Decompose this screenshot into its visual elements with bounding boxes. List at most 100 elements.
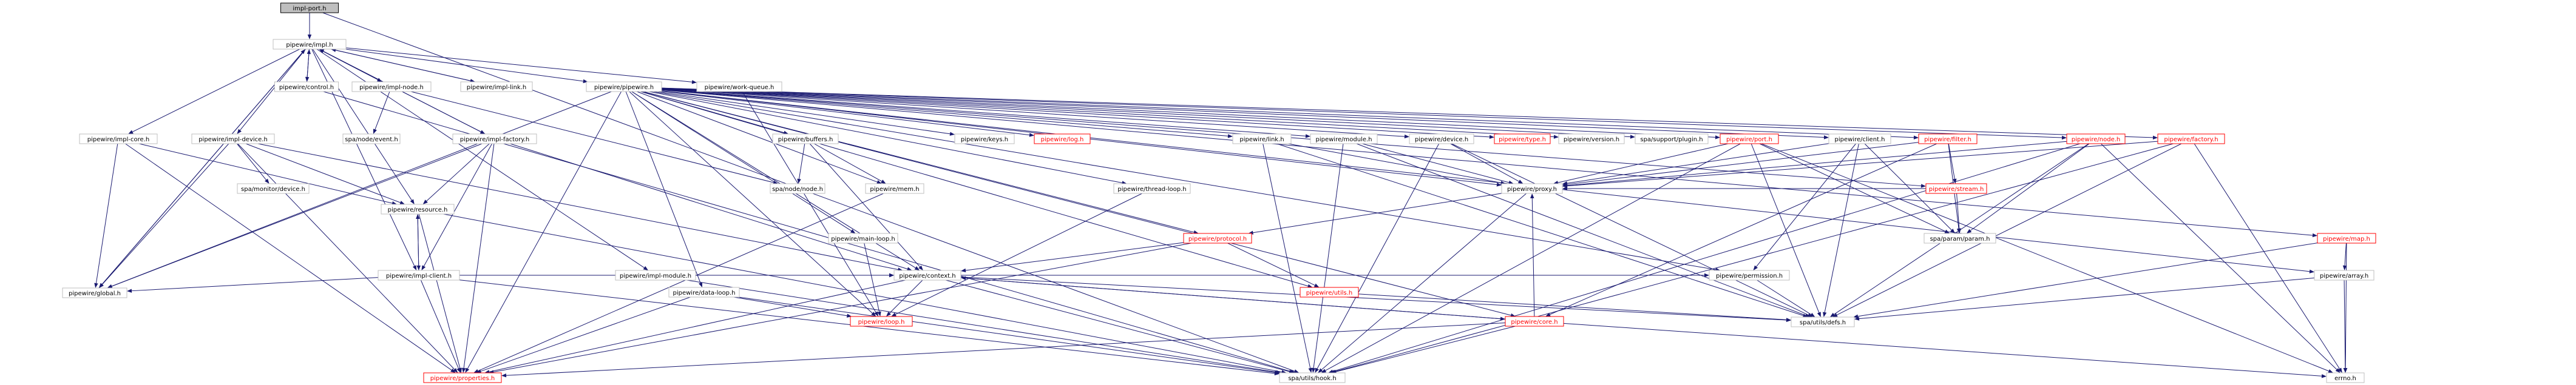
arrowhead (2343, 367, 2348, 373)
node-errno[interactable]: errno.h (2326, 372, 2365, 383)
node-label: pipewire/permission.h (1716, 273, 1783, 280)
edge-line (375, 91, 390, 130)
edge-pipewire-to-keys (657, 91, 955, 136)
node-box (460, 81, 533, 92)
arrowhead (2335, 368, 2340, 373)
node-array[interactable]: pipewire/array.h (2314, 270, 2374, 281)
node-impl-module[interactable]: pipewire/impl-module.h (615, 270, 696, 281)
node-label: pipewire/protocol.h (1188, 236, 1247, 243)
edge-line (1362, 143, 1510, 183)
node-impl-link[interactable]: pipewire/impl-link.h (460, 81, 533, 92)
node-box (237, 183, 310, 194)
node-box (770, 183, 825, 194)
node-label: pipewire/global.h (69, 290, 121, 297)
edge-pipewire-to-utils (640, 91, 1313, 288)
arrowhead (265, 178, 269, 184)
edge-line (661, 90, 2310, 272)
edge-device-to-proxy (1450, 143, 1524, 184)
edge-line (889, 280, 923, 313)
node-mem[interactable]: pipewire/mem.h (865, 183, 924, 194)
node-filter[interactable]: pipewire/filter.h (1918, 133, 1978, 144)
edge-impl-to-work-queue (345, 47, 697, 84)
node-hook[interactable]: spa/utils/hook.h (1279, 372, 1346, 383)
edge-protocol-to-context (961, 242, 1184, 273)
node-log[interactable]: pipewire/log.h (1034, 133, 1091, 144)
edge-context-to-loop (886, 280, 923, 316)
edge-line (965, 242, 1184, 271)
node-buffers[interactable]: pipewire/buffers.h (772, 133, 839, 144)
node-impl[interactable]: pipewire/impl.h (273, 39, 347, 50)
node-defs[interactable]: spa/utils/defs.h (1791, 316, 1855, 327)
edge-thread-loop-to-loop (891, 193, 1142, 316)
node-node[interactable]: pipewire/node.h (2066, 133, 2126, 144)
node-param[interactable]: spa/param/param.h (1924, 233, 1996, 244)
node-protocol[interactable]: pipewire/protocol.h (1183, 233, 1252, 244)
node-work-queue[interactable]: pipewire/work-queue.h (696, 81, 782, 92)
node-properties[interactable]: pipewire/properties.h (423, 372, 502, 383)
edge-line (506, 323, 1506, 376)
node-box (586, 81, 662, 92)
edge-line (1358, 293, 1787, 320)
node-keys[interactable]: pipewire/keys.h (954, 133, 1015, 144)
node-factory[interactable]: pipewire/factory.h (2157, 133, 2225, 144)
node-loop[interactable]: pipewire/loop.h (850, 316, 913, 327)
arrowhead (797, 178, 801, 184)
node-context[interactable]: pipewire/context.h (893, 270, 961, 281)
node-impl-core[interactable]: pipewire/impl-core.h (79, 133, 158, 144)
node-link[interactable]: pipewire/link.h (1232, 133, 1292, 144)
node-type[interactable]: pipewire/type.h (1494, 133, 1551, 144)
edge-line (1948, 143, 1955, 179)
node-box (1279, 372, 1346, 383)
node-global[interactable]: pipewire/global.h (62, 287, 127, 298)
node-port[interactable]: pipewire/port.h (1720, 133, 1779, 144)
node-impl-node[interactable]: pipewire/impl-node.h (351, 81, 432, 92)
edge-line (809, 143, 920, 267)
edge-line (410, 91, 774, 183)
node-thread-loop[interactable]: pipewire/thread-loop.h (1113, 183, 1191, 194)
node-data-loop[interactable]: pipewire/data-loop.h (668, 287, 740, 298)
node-utils[interactable]: pipewire/utils.h (1300, 287, 1359, 298)
node-impl-device[interactable]: pipewire/impl-device.h (191, 133, 275, 144)
arrowhead (1530, 193, 1534, 199)
arrowhead (1950, 229, 1955, 233)
edge-buffers-to-context (809, 143, 923, 270)
node-box (828, 233, 898, 244)
node-impl-factory[interactable]: pipewire/impl-factory.h (452, 133, 537, 144)
node-version[interactable]: pipewire/version.h (1558, 133, 1625, 144)
edge-buffers-to-mem (814, 143, 886, 184)
node-proxy[interactable]: pipewire/proxy.h (1501, 183, 1563, 194)
edge-proxy-to-hook (1318, 193, 1527, 373)
arrowhead (961, 268, 966, 273)
edge-pipewire-to-loop (629, 91, 876, 316)
node-stream[interactable]: pipewire/stream.h (1925, 183, 1987, 194)
node-pipewire[interactable]: pipewire/pipewire.h (586, 81, 662, 92)
node-main-loop[interactable]: pipewire/main-loop.h (828, 233, 898, 244)
edge-mem-to-properties (473, 193, 884, 373)
node-map[interactable]: pipewire/map.h (2317, 233, 2376, 244)
edge-line (426, 143, 490, 201)
arrowhead (410, 199, 415, 204)
node-spa-node[interactable]: spa/node/node.h (770, 183, 825, 194)
node-spa-event[interactable]: spa/node/event.h (342, 133, 401, 144)
edge-line (1567, 141, 2158, 187)
node-impl-client[interactable]: pipewire/impl-client.h (378, 270, 460, 281)
edge-client-to-defs (1823, 143, 1859, 317)
node-core[interactable]: pipewire/core.h (1505, 316, 1564, 327)
node-plugin[interactable]: spa/support/plugin.h (1635, 133, 1709, 144)
edge-line (1531, 198, 1535, 317)
edge-line (1563, 323, 2322, 377)
node-device[interactable]: pipewire/device.h (1409, 133, 1474, 144)
node-permission[interactable]: pipewire/permission.h (1709, 270, 1790, 281)
node-box (2157, 133, 2225, 144)
edge-line (1451, 143, 1809, 315)
arrowhead (307, 35, 312, 39)
node-control[interactable]: pipewire/control.h (274, 81, 339, 92)
node-resource[interactable]: pipewire/resource.h (381, 204, 455, 215)
edge-line (1356, 143, 1806, 316)
node-client[interactable]: pipewire/client.h (1828, 133, 1891, 144)
node-spa-monitor-device[interactable]: spa/monitor/device.h (237, 183, 310, 194)
node-module[interactable]: pipewire/module.h (1310, 133, 1378, 144)
arrowhead (1489, 135, 1494, 139)
edge-line (1321, 193, 1527, 370)
edge-line (1450, 143, 1519, 182)
